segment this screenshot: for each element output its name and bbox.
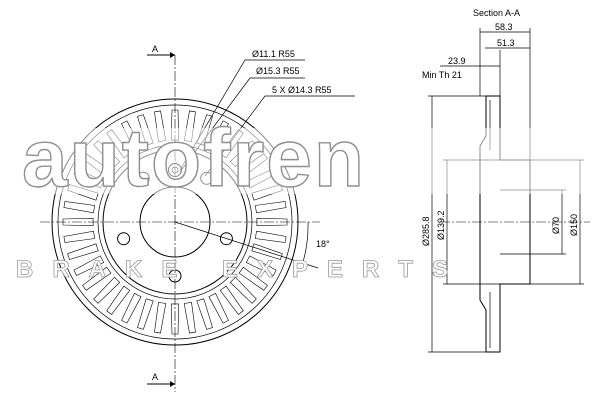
dim-center-bore: Ø70 [551,217,561,234]
vent-slot [196,298,213,330]
vent-angle-label: 18° [316,239,330,249]
vent-slot [67,243,99,260]
watermark-logo: autofren [22,113,366,204]
vent-slot [82,266,112,291]
vent-slot [254,201,287,214]
vent-slot [63,230,96,243]
brand-watermark: autofren BRAKE EXPERTS [16,112,584,283]
section-marker-top-arrow [170,52,175,58]
vent-slot [208,292,229,324]
watermark-band [18,128,584,194]
vent-slot [245,255,277,276]
section-title: Section A-A [473,8,520,18]
vent-slot [63,201,96,214]
dim-hat-height: 51.3 [497,38,515,48]
callout-bolt-holes: 5 X Ø14.3 R55 [272,85,332,95]
watermark-tagline: BRAKE EXPERTS [16,256,467,283]
vent-slot [106,285,131,315]
vent-slot [93,276,121,304]
callout-locating-hole: Ø15.3 R55 [256,66,300,76]
vent-slot [254,230,287,243]
vent-slot [256,217,288,227]
vent-slot [238,266,268,291]
vent-slot [154,301,167,334]
vent-slot [251,243,283,260]
section-marker-bottom-arrow [170,381,175,387]
front-view: A A Ø11.1 R55 Ø15.3 R55 5 X Ø14.3 R55 18… [40,44,355,392]
dim-outer-diameter: Ø285.8 [421,216,431,246]
vent-slot [170,303,180,335]
dim-overall-height: 58.3 [495,22,513,32]
vent-slot [219,285,244,315]
vent-slot [62,217,94,227]
vent-angle-arc [302,221,309,263]
bolt-hole [219,232,233,246]
section-marker-top: A [152,44,158,54]
vent-angle-ray [174,221,319,269]
bolt-hole [117,232,131,246]
vent-slot [137,298,154,330]
vent-slot [73,255,105,276]
dim-hat-diameter: Ø139.2 [436,210,446,240]
vent-slot [121,292,142,324]
callout-small-hole: Ø11.1 R55 [252,49,295,59]
dim-disc-thickness: 23.9 [448,56,466,66]
section-marker-bottom: A [152,372,158,382]
min-thickness-label: Min Th 21 [422,70,462,80]
vent-slot [229,276,257,304]
dim-hub-face: Ø150 [569,214,579,236]
vent-slot [183,301,196,334]
